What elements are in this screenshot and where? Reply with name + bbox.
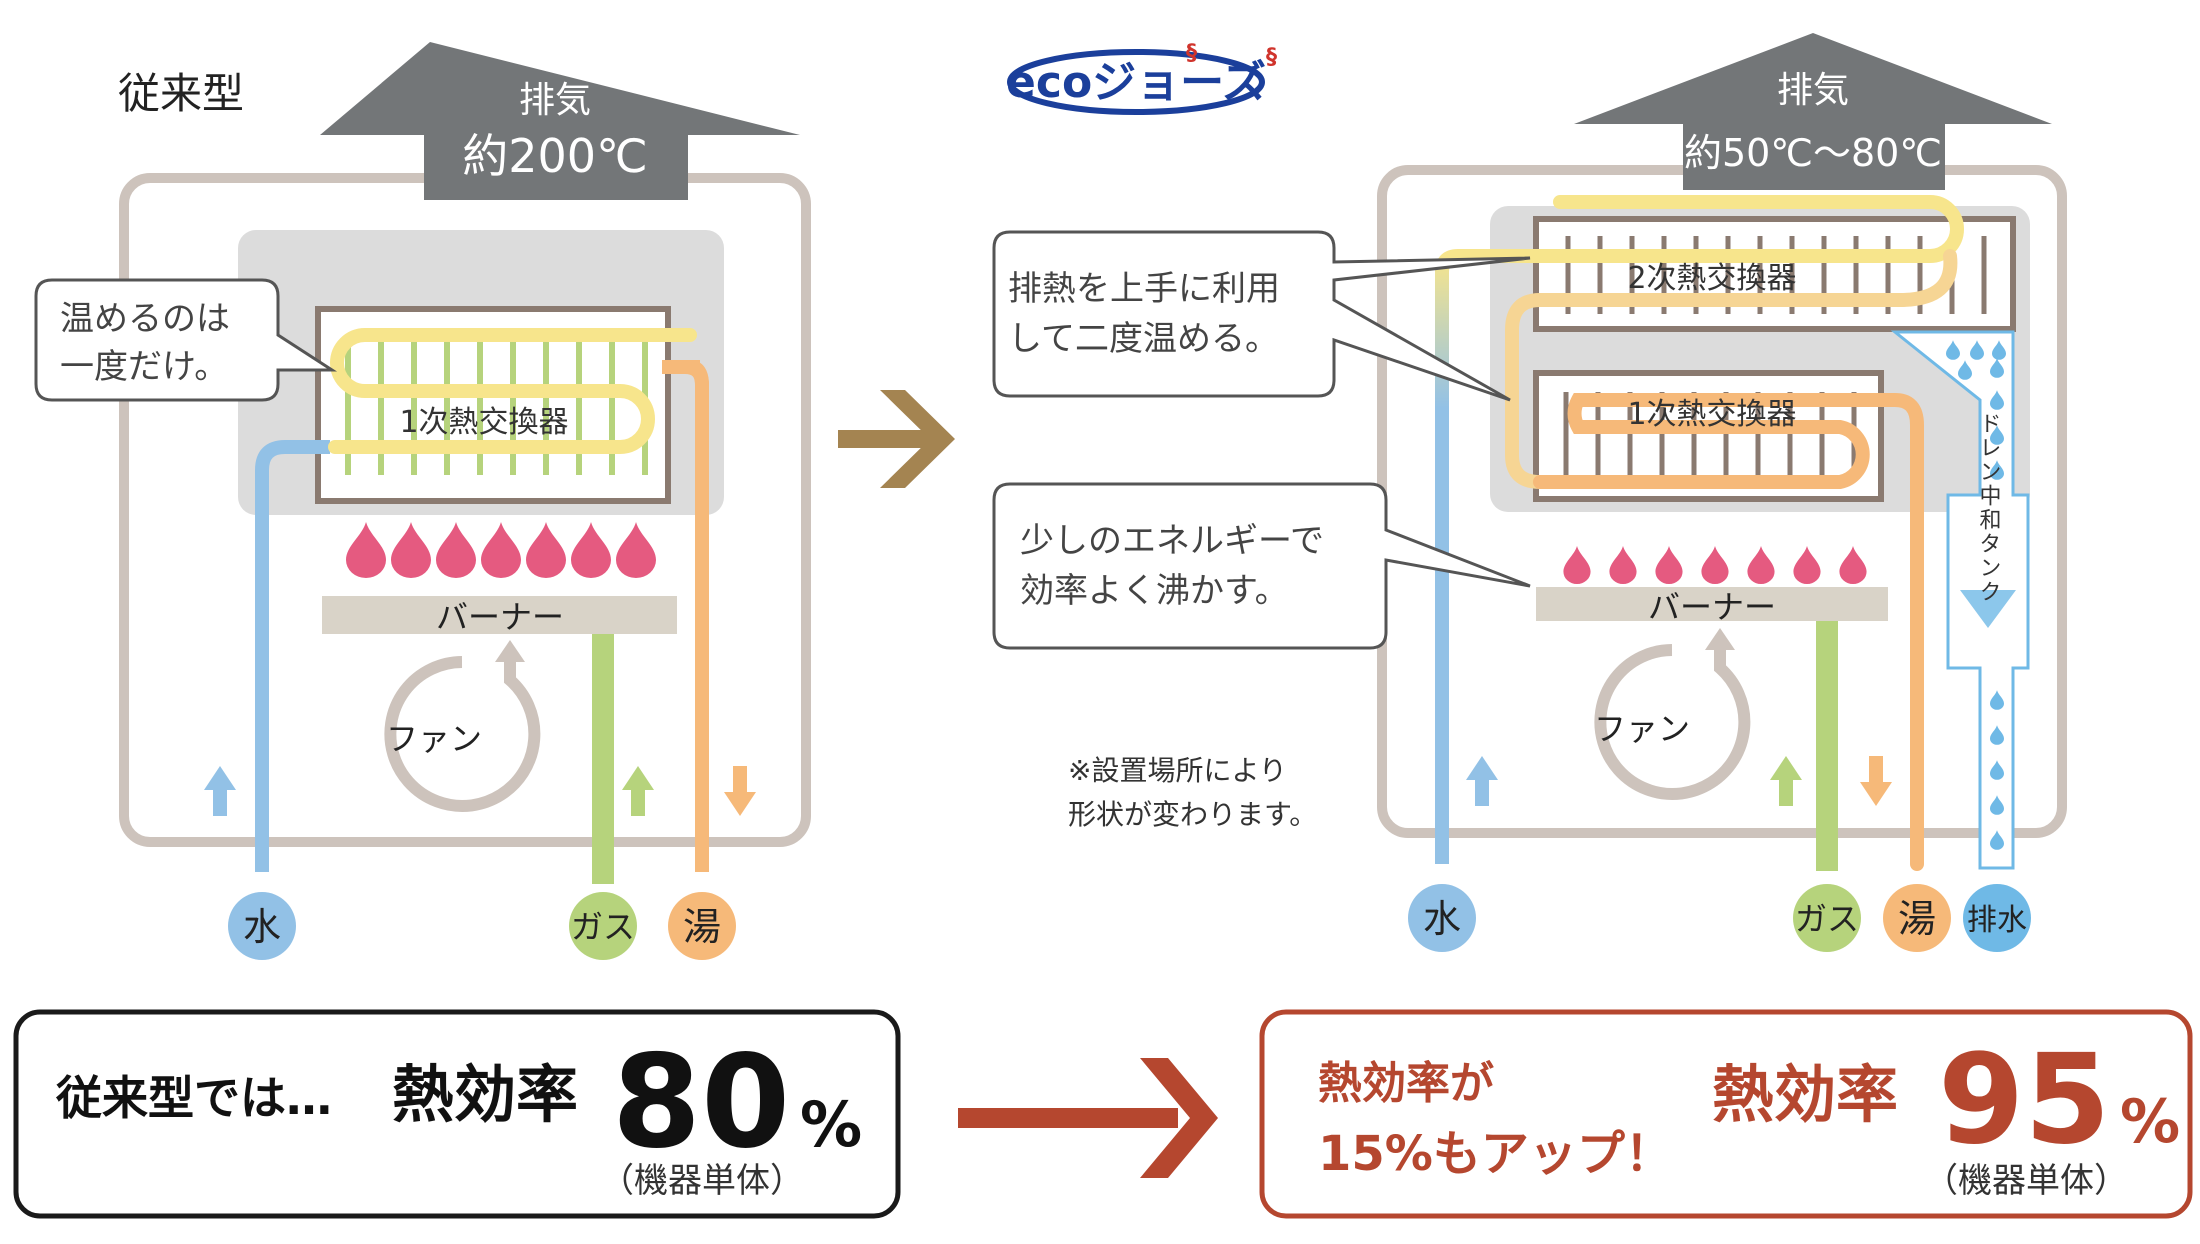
fan-label: ファン [386, 720, 482, 758]
burner-label: バーナー [436, 598, 564, 636]
hot-label: 湯 [683, 905, 721, 949]
eco-water-circle [1408, 884, 1476, 952]
eco-efficiency-box: 熱効率が 15%もアップ！ 熱効率 95 % （機器単体） [1259, 1009, 2193, 1219]
eco-hot-label: 湯 [1898, 897, 1936, 941]
eco-gas-in-arrow [1770, 756, 1802, 806]
eco-water-in-arrow [1466, 756, 1498, 806]
transition-arrow [838, 390, 955, 488]
heat-exchanger-label: 1次熱交換器 [399, 405, 568, 440]
burner-bar [322, 596, 677, 634]
hot-circle [668, 892, 736, 960]
eco-burner-flames [1563, 546, 1867, 584]
gas-in-arrow [622, 766, 654, 816]
svg-text:§: § [1266, 45, 1277, 70]
callout-efficient [992, 482, 1531, 650]
installation-note-line2: 形状が変わります。 [1068, 798, 1317, 831]
eco-burner-label: バーナー [1648, 588, 1776, 626]
callout-reuse-line1: 排熱を上手に利用 [1008, 269, 1280, 309]
eco-unit: ecoジョーズ § § 排気 約50℃〜80℃ [992, 33, 2067, 952]
eco-efficiency-value: 95 [1938, 1028, 2111, 1172]
water-circle [228, 892, 296, 960]
eco-hot-out-arrow [1860, 756, 1892, 806]
eco-exhaust-label: 排気 [1777, 70, 1849, 111]
eco-drain-circle [1963, 884, 2031, 952]
eco-logo-text: ecoジョーズ [1006, 57, 1266, 108]
callout-efficient-line2: 効率よく沸かす。 [1020, 571, 1289, 611]
conventional-efficiency-value: 80 [612, 1028, 790, 1177]
callout-once-line2: 一度だけ。 [60, 347, 228, 387]
efficiency-up-line2: 15%もアップ！ [1318, 1126, 1673, 1182]
gas-pipe [592, 634, 614, 884]
callout-once-line1: 温めるのは [60, 299, 230, 339]
eco-fan [1594, 628, 1751, 800]
callout-reuse-line2: して二度温める。 [1008, 319, 1279, 359]
eco-drain-label: 排水 [1967, 903, 2027, 938]
fan [384, 640, 541, 812]
drain-tank-label: ドレン中和タンク [1976, 412, 2002, 604]
eco-efficiency-note: （機器単体） [1924, 1161, 2128, 1201]
eco-gas-pipe [1816, 621, 1838, 871]
eco-gas-label: ガス [1795, 900, 1859, 938]
conventional-efficiency-box: 従来型では… 熱効率 80 % （機器単体） [13, 1009, 901, 1219]
eco-fan-label: ファン [1594, 710, 1690, 748]
eco-exhaust-arrow [1574, 33, 2052, 190]
eco-burner-bar [1536, 587, 1888, 621]
water-label: 水 [243, 905, 281, 949]
conventional-efficiency-note: （機器単体） [600, 1161, 804, 1201]
primary-hx-label: 1次熱交換器 [1627, 397, 1796, 432]
callout-reuse [992, 230, 1531, 402]
svg-text:§: § [1186, 41, 1197, 66]
conventional-efficiency-prefix: 従来型では… [55, 1071, 332, 1125]
callout-efficient-line1: 少しのエネルギーで [1020, 521, 1324, 561]
primary-heat-exchanger-coil [1533, 393, 1924, 871]
callout-once [34, 278, 338, 402]
burner-flames [346, 522, 656, 578]
eco-logo: ecoジョーズ § § [1006, 41, 1277, 115]
eco-hot-circle [1883, 884, 1951, 952]
secondary-heat-exchanger-coil [1513, 195, 1964, 263]
eco-efficiency-label: 熱効率 [1712, 1058, 1898, 1131]
bottom-arrow [958, 1058, 1218, 1178]
hot-out-arrow [724, 766, 756, 816]
secondary-heat-exchanger-box [1533, 216, 2016, 332]
installation-note-line1: ※設置場所により [1068, 754, 1287, 787]
secondary-hx-label: 2次熱交換器 [1627, 261, 1796, 296]
eco-exhaust-temperature: 約50℃〜80℃ [1684, 131, 1942, 175]
heat-exchanger-coil [328, 328, 697, 454]
gas-circle [569, 892, 637, 960]
water-in-arrow [204, 766, 236, 816]
eco-water-label: 水 [1423, 897, 1461, 941]
efficiency-up-line1: 熱効率が [1318, 1058, 1494, 1109]
conventional-title: 従来型 [118, 69, 244, 118]
conventional-efficiency-label: 熱効率 [392, 1058, 578, 1131]
eco-gas-circle [1793, 884, 1861, 952]
eco-efficiency-unit: % [2120, 1087, 2180, 1157]
exhaust-label: 排気 [519, 80, 591, 121]
coil-connector [1505, 249, 1958, 489]
exhaust-temperature: 約200℃ [462, 129, 647, 183]
conventional-efficiency-unit: % [800, 1088, 862, 1161]
exhaust-arrow [320, 42, 800, 200]
drain-down-arrow [1960, 590, 2016, 628]
conventional-unit: 従来型 排気 約200℃ [34, 42, 811, 960]
gas-label: ガス [571, 908, 635, 946]
